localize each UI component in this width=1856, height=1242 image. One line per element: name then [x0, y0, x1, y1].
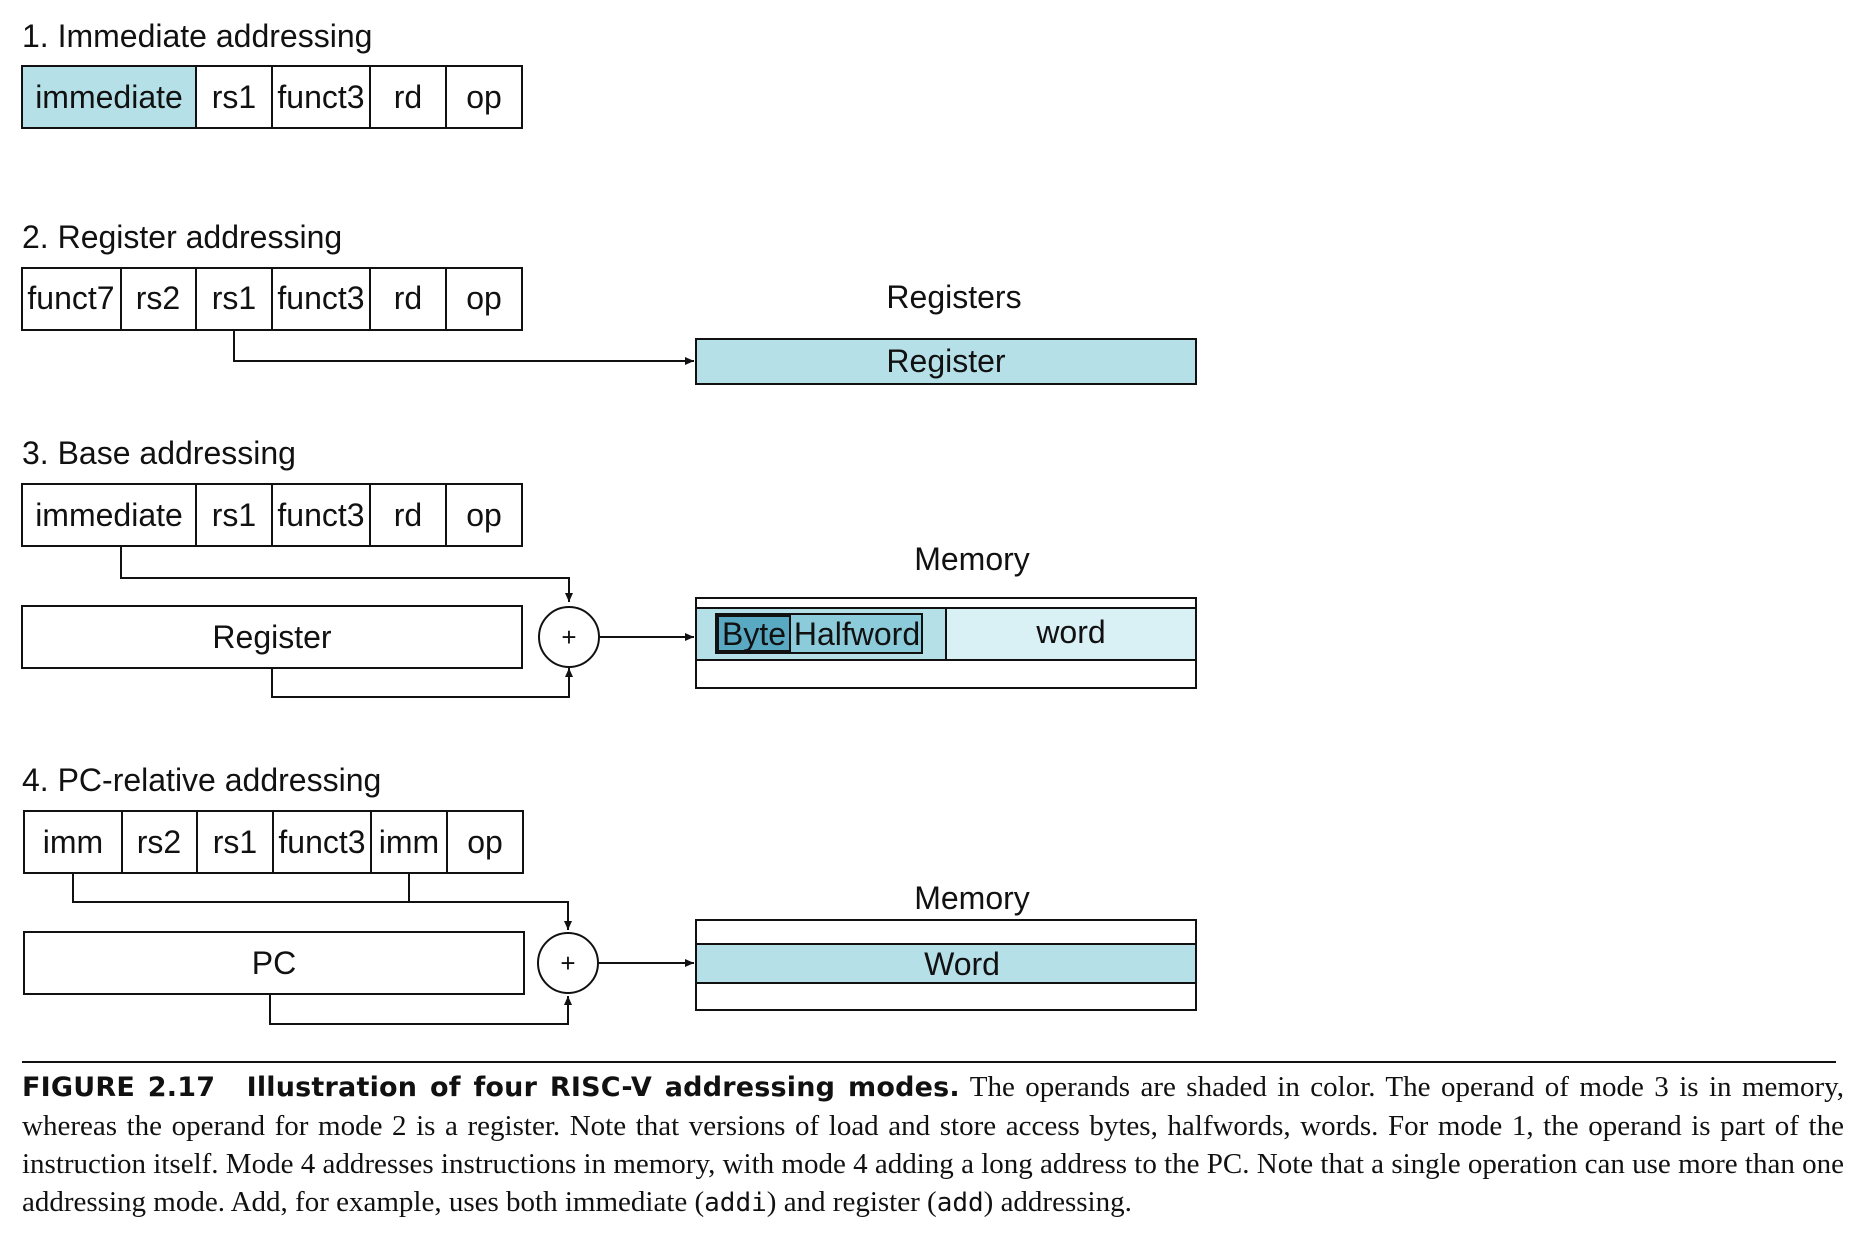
field-immediate-operand — [21, 65, 197, 129]
registers-title: Registers — [886, 279, 1021, 315]
base-register-label: Register — [212, 619, 332, 655]
imm-bracket — [72, 873, 410, 903]
memory-block: Word — [695, 919, 1197, 1011]
instruction-format: immediate rs1 funct3 rd op — [21, 65, 523, 129]
field-funct3 — [272, 810, 372, 874]
field-imm — [23, 810, 123, 874]
mode-2-title: 2. Register addressing — [22, 219, 342, 255]
field-rs1 — [195, 65, 273, 129]
caption-code-addi: addi — [704, 1188, 767, 1218]
memory-title: Memory — [914, 880, 1030, 916]
memory-block: Byte Halfword word — [695, 597, 1197, 689]
caption-text: ) and register ( — [766, 1186, 937, 1218]
field-op — [445, 65, 523, 129]
instruction-format: imm rs2 rs1 funct3 imm op — [23, 810, 524, 874]
register-to-adder-arrow — [271, 668, 573, 698]
field-label: rs1 — [212, 280, 256, 316]
mode-2-register: 2. Register addressing funct7 rs2 rs1 fu… — [21, 219, 1197, 385]
field-rs1 — [196, 810, 274, 874]
memory-title: Memory — [914, 541, 1030, 577]
mode-1-immediate: 1. Immediate addressing immediate rs1 fu… — [21, 18, 523, 129]
field-label: rd — [394, 79, 422, 115]
immediate-to-adder-arrow — [120, 546, 573, 602]
word-label: Word — [924, 946, 1000, 982]
field-funct7 — [21, 267, 122, 331]
byte-label: Byte — [722, 616, 786, 652]
field-rs2 — [121, 810, 198, 874]
instruction-format: funct7 rs2 rs1 funct3 rd op — [21, 267, 523, 331]
field-label: rd — [394, 280, 422, 316]
pc-box — [23, 931, 525, 995]
field-label: funct3 — [277, 79, 364, 115]
caption-code-add: add — [936, 1188, 984, 1218]
field-label: rs2 — [136, 280, 180, 316]
field-rd — [369, 483, 447, 547]
field-label: funct3 — [277, 280, 364, 316]
field-label: funct7 — [27, 280, 114, 316]
word-label: word — [1035, 614, 1105, 650]
register-label: Register — [886, 343, 1006, 379]
field-rd — [369, 267, 447, 331]
mode-4-pc-relative: 4. PC-relative addressing imm rs2 rs1 fu… — [22, 762, 1197, 1025]
pc-label: PC — [252, 945, 296, 981]
field-label: rd — [394, 497, 422, 533]
field-label: imm — [379, 824, 439, 860]
register-operand — [695, 338, 1197, 385]
rs1-to-register-arrow — [233, 330, 694, 365]
field-label: immediate — [35, 497, 183, 533]
adder-plus-label: + — [560, 948, 575, 978]
field-funct3 — [271, 65, 371, 129]
memory-word-operand — [695, 943, 1197, 984]
field-label: op — [467, 824, 503, 860]
mode-1-title: 1. Immediate addressing — [22, 18, 372, 54]
byte-operand-box — [717, 615, 791, 652]
field-rs1 — [195, 267, 273, 331]
caption-text: ) addressing. — [983, 1186, 1132, 1218]
halfword-label: Halfword — [794, 616, 920, 652]
field-imm — [370, 810, 448, 874]
imm-to-adder-arrow — [409, 901, 572, 930]
field-label: op — [466, 497, 502, 533]
field-op — [445, 483, 523, 547]
instruction-format: immediate rs1 funct3 rd op — [21, 483, 523, 547]
mode-3-base: 3. Base addressing immediate rs1 funct3 … — [21, 435, 1197, 698]
figure-number: FIGURE 2.17 — [22, 1072, 216, 1103]
field-label: funct3 — [277, 497, 364, 533]
figure-heading: Illustration of four RISC-V addressing m… — [246, 1072, 960, 1103]
field-immediate — [21, 483, 197, 547]
field-label: op — [466, 280, 502, 316]
field-label: rs2 — [137, 824, 181, 860]
base-register-box — [21, 605, 523, 669]
pc-to-adder-arrow — [269, 994, 572, 1025]
field-funct3 — [271, 267, 371, 331]
field-label: rs1 — [212, 497, 256, 533]
field-rs1 — [195, 483, 273, 547]
field-label: imm — [43, 824, 103, 860]
field-rs2 — [120, 267, 197, 331]
field-label: funct3 — [278, 824, 365, 860]
figure-caption: FIGURE 2.17 Illustration of four RISC-V … — [22, 1068, 1844, 1222]
caption-text: The operands are shaded in color. The op… — [22, 1071, 1845, 1218]
mode-4-title: 4. PC-relative addressing — [22, 762, 381, 798]
adder-plus-label: + — [561, 622, 576, 652]
field-label: rs1 — [212, 79, 256, 115]
field-label: immediate — [35, 79, 183, 115]
field-op — [445, 267, 523, 331]
field-label: op — [466, 79, 502, 115]
mode-3-title: 3. Base addressing — [22, 435, 296, 471]
field-op — [446, 810, 524, 874]
field-label: rs1 — [213, 824, 257, 860]
